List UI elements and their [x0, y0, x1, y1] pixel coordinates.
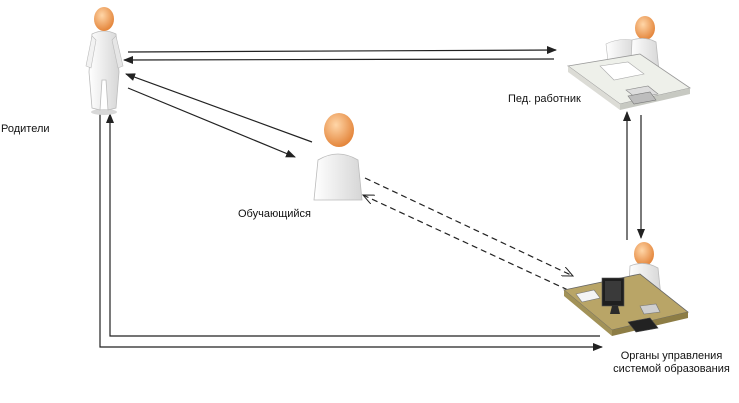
person-at-desk-icon: [566, 16, 691, 110]
edge-student-to-authority: [364, 177, 573, 277]
student-label: Обучающийся: [238, 208, 312, 220]
edge-student-to-parents: [125, 73, 313, 143]
teacher-label: Пед. работник: [508, 93, 581, 105]
edge-parents-to-authority: [99, 114, 603, 351]
edge-authority-to-parents: [106, 113, 600, 337]
edge-teacher-to-parents: [123, 55, 555, 64]
edge-parents-to-student: [127, 87, 296, 158]
authority-label: Органы управления системой образования: [613, 350, 730, 375]
edge-authority-to-student: [363, 194, 569, 291]
parents-label: Родители: [1, 123, 50, 135]
standing-person-icon: [85, 7, 124, 115]
person-bust-icon: [313, 113, 363, 201]
edge-parents-to-teacher: [127, 46, 557, 55]
edges: [99, 46, 645, 351]
person-at-computer-desk-icon: [563, 242, 689, 336]
